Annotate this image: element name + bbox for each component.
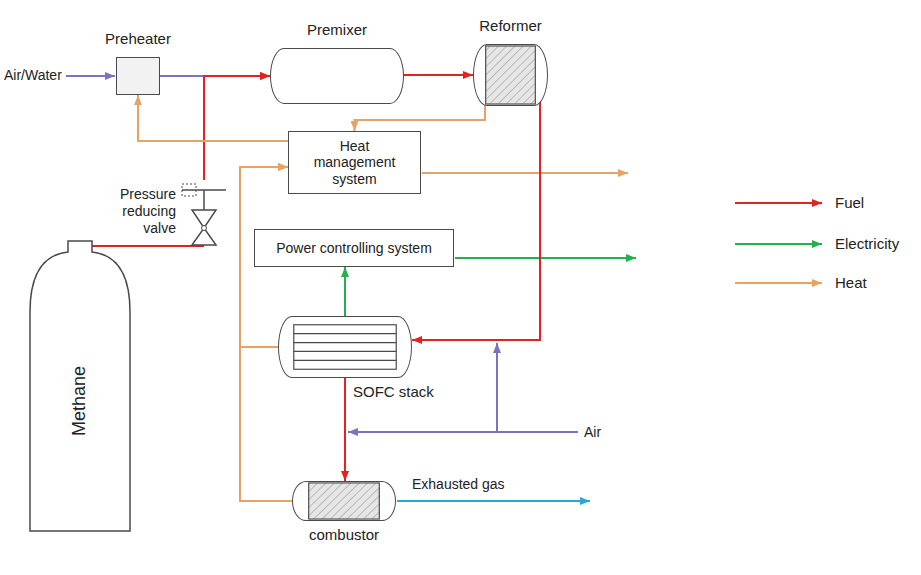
flow-connector (138, 95, 288, 141)
flow-connector (204, 76, 270, 180)
connector-line (404, 74, 473, 76)
flow-label: Air/Water (4, 67, 62, 84)
flow-connector (404, 75, 473, 76)
electricity-output-line (455, 257, 636, 259)
node-label: Methane (69, 366, 91, 436)
valve-symbol: Pressure reducing valve (180, 180, 228, 246)
reformer-vessel: Reformer (473, 44, 548, 106)
node-label: SOFC stack (353, 383, 434, 401)
preheater-box: Preheater (116, 57, 160, 95)
node-label: Reformer (479, 17, 542, 35)
flow-connector (345, 267, 346, 316)
node-label: Power controlling system (255, 240, 453, 257)
air-line (348, 431, 578, 433)
flow-connector (412, 102, 540, 340)
legend-text: Fuel (835, 194, 864, 212)
legend-sample (735, 282, 822, 284)
process-box: Power controlling system (254, 229, 454, 267)
air-water-line (66, 75, 115, 77)
connector-line (412, 102, 540, 340)
legend-sample (735, 202, 822, 204)
premixer-vessel: Premixer (270, 48, 404, 104)
connector-line (92, 245, 204, 247)
methane-cylinder: Methane (28, 240, 132, 533)
node-label: Premixer (307, 21, 367, 39)
sofc-stack: SOFC stack (278, 316, 412, 378)
node-label: combustor (309, 526, 379, 544)
process-box: Heat management system (288, 131, 421, 194)
connector-line (344, 267, 346, 316)
node-label: Heat management system (289, 137, 420, 187)
node-label: Preheater (105, 30, 171, 48)
connector-line (344, 378, 346, 481)
flow-label: Air (584, 424, 601, 441)
combustor-vessel: combustor (292, 481, 396, 521)
exhaust-line (397, 500, 590, 502)
legend-text: Heat (835, 274, 867, 292)
flow-connector (355, 101, 486, 131)
flow-label: Exhausted gas (412, 476, 505, 493)
legend-sample (735, 243, 822, 245)
connector-line (138, 95, 288, 141)
connector-line (160, 75, 207, 77)
connector-line (204, 76, 270, 180)
flow-connector (92, 246, 204, 247)
flow-connector (345, 378, 346, 481)
heat-output-line (422, 172, 628, 174)
air-line (496, 343, 498, 432)
connector-line (355, 101, 486, 131)
node-label: Pressure reducing valve (102, 186, 176, 236)
legend-text: Electricity (835, 235, 899, 253)
